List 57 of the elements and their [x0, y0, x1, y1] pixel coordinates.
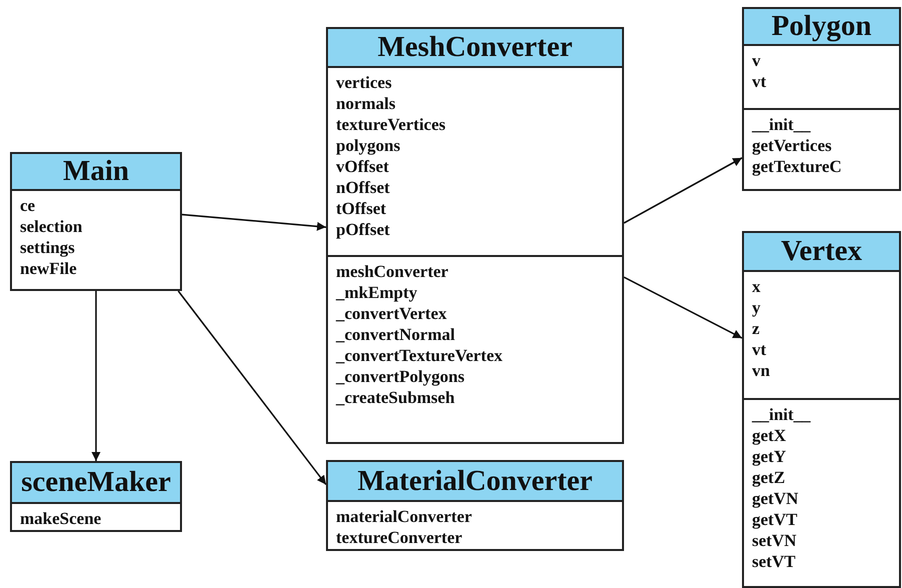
method-name: _convertVertex — [336, 303, 448, 324]
association-arrow — [178, 290, 327, 486]
attribute-name: tOffset — [336, 198, 388, 219]
attribute-name: v — [752, 50, 762, 71]
attribute-name: nOffset — [336, 177, 391, 198]
method-name: getVertices — [752, 135, 833, 156]
attribute-name: newFile — [20, 258, 78, 279]
method-name: _createSubmseh — [336, 387, 456, 408]
class-name: MaterialConverter — [328, 462, 622, 502]
class-name: sceneMaker — [12, 463, 180, 504]
method-name: __init__ — [752, 404, 812, 425]
method-name: getVT — [752, 509, 798, 530]
attribute-name: y — [752, 297, 762, 318]
method-name: getTextureC — [752, 156, 843, 177]
class-name: Vertex — [744, 233, 899, 272]
method-name: getZ — [752, 467, 786, 488]
association-arrow — [624, 157, 742, 224]
attribute-name: selection — [20, 216, 84, 237]
attribute-name: makeScene — [20, 508, 102, 529]
class-box — [10, 152, 182, 291]
attribute-name: normals — [336, 93, 396, 114]
class-box — [742, 231, 901, 588]
method-name: __init__ — [752, 114, 812, 135]
method-name: _mkEmpty — [336, 282, 418, 303]
attribute-name: z — [752, 318, 761, 339]
method-name: _convertNormal — [336, 324, 456, 345]
method-name: setVN — [752, 530, 798, 551]
attribute-name: vn — [752, 360, 771, 381]
attribute-name: vt — [752, 71, 768, 92]
attribute-name: polygons — [336, 135, 402, 156]
attribute-name: vOffset — [336, 156, 390, 177]
association-arrow — [182, 214, 326, 231]
class-name: Main — [12, 154, 180, 191]
method-name: _convertPolygons — [336, 366, 466, 387]
class-box — [742, 7, 901, 191]
method-name: getVN — [752, 488, 800, 509]
class-box — [326, 27, 624, 444]
attribute-name: materialConverter — [336, 506, 473, 527]
attribute-name: textureConverter — [336, 527, 464, 548]
association-arrow — [92, 291, 100, 461]
class-name: Polygon — [744, 9, 899, 46]
class-name: MeshConverter — [328, 29, 622, 68]
class-box — [326, 460, 624, 551]
attribute-name: ce — [20, 195, 36, 216]
attribute-name: settings — [20, 237, 76, 258]
method-name: setVT — [752, 551, 796, 572]
method-name: getY — [752, 446, 787, 467]
method-name: meshConverter — [336, 261, 450, 282]
attribute-name: pOffset — [336, 219, 391, 240]
method-name: getX — [752, 425, 787, 446]
association-arrow — [624, 276, 742, 339]
class-box — [10, 461, 182, 532]
attribute-name: vt — [752, 339, 768, 360]
attribute-name: x — [752, 276, 762, 297]
attribute-name: textureVertices — [336, 114, 447, 135]
method-name: _convertTextureVertex — [336, 345, 504, 366]
attribute-name: vertices — [336, 72, 393, 93]
